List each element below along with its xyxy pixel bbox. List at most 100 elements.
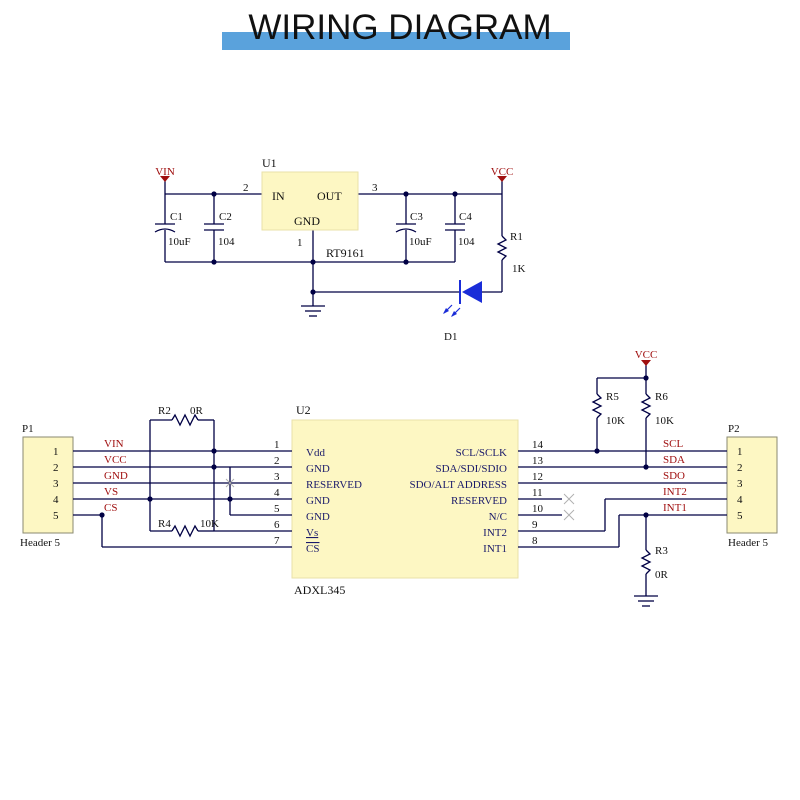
- p2-ref: P2: [728, 423, 740, 435]
- led-icon: [443, 280, 482, 317]
- header-p2-labels: P2 Header 5 1 2 3 4 5 SCL SDA SDO INT2 I…: [663, 423, 769, 549]
- title-accent-bar: [222, 32, 570, 50]
- u2-pin-num: 4: [274, 487, 280, 499]
- header-p2: [726, 436, 778, 534]
- p2-signal: INT2: [663, 486, 687, 498]
- vin-label: VIN: [155, 166, 175, 178]
- r2-value: 0R: [190, 405, 204, 417]
- p1-signal: CS: [104, 502, 117, 514]
- sensor-junctions: [99, 375, 649, 518]
- u2-pin-name: INT1: [483, 543, 507, 555]
- u1-pin-out: OUT: [317, 189, 342, 203]
- p2-signal: SDA: [663, 454, 685, 466]
- u2-pin-name: INT2: [483, 527, 507, 539]
- p1-caption: Header 5: [20, 537, 61, 549]
- u2-pin-name: SDO/ALT ADDRESS: [409, 479, 507, 491]
- c1-value: 10uF: [168, 236, 191, 248]
- u2-pin-num: 10: [532, 503, 544, 515]
- u1-pin-gnd-num: 1: [297, 237, 303, 249]
- p1-ref: P1: [22, 423, 34, 435]
- u2-pin-num: 3: [274, 471, 280, 483]
- u2-pin-name: RESERVED: [451, 495, 507, 507]
- p1-signal: VIN: [104, 438, 124, 450]
- u1-part: RT9161: [326, 246, 365, 260]
- u2-pin-num: 2: [274, 455, 280, 467]
- p2-pin: 1: [737, 446, 743, 458]
- no-connect-marks: [225, 478, 575, 521]
- u2-pin-name: SCL/SCLK: [456, 447, 507, 459]
- u2-pin-name: SDA/SDI/SDIO: [435, 463, 507, 475]
- adxl345-chip: [291, 419, 519, 579]
- c2-value: 104: [218, 236, 235, 248]
- r5-value: 10K: [606, 415, 625, 427]
- u2-right-pins: 14 SCL/SCLK 13 SDA/SDI/SDIO 12 SDO/ALT A…: [409, 439, 543, 555]
- u1-pin-in-num: 2: [243, 182, 249, 194]
- u1-ref: U1: [262, 156, 277, 170]
- p1-pin: 5: [53, 510, 59, 522]
- p1-pin: 3: [53, 478, 59, 490]
- p2-signal: INT1: [663, 502, 687, 514]
- u2-left-pins: 1 Vdd 2 GND 3 RESERVED 4 GND 5 GND 6 Vs …: [274, 439, 362, 555]
- header-p1: [22, 436, 74, 534]
- r1-value: 1K: [512, 263, 526, 275]
- u2-pin-num: 14: [532, 439, 544, 451]
- p1-signal: VS: [104, 486, 118, 498]
- r6-value: 10K: [655, 415, 674, 427]
- c3-ref: C3: [410, 211, 423, 223]
- u2-pin-name: RESERVED: [306, 479, 362, 491]
- c4-value: 104: [458, 236, 475, 248]
- u1-pin-in: IN: [272, 189, 285, 203]
- u2-pin-num: 11: [532, 487, 543, 499]
- u2-pin-num: 9: [532, 519, 538, 531]
- u2-pin-num: 1: [274, 439, 280, 451]
- d1-ref: D1: [444, 331, 457, 343]
- p1-pin: 2: [53, 462, 59, 474]
- sensor-wires: [73, 362, 727, 607]
- u1-pin-gnd: GND: [294, 214, 320, 228]
- header-p1-labels: P1 Header 5 1 2 3 4 5 VIN VCC GND VS CS: [20, 423, 128, 549]
- resistor-labels: R2 0R R4 10K R5 10K R6 10K R3 0R: [158, 391, 674, 581]
- regulator-junctions: [211, 191, 458, 295]
- r3-ref: R3: [655, 545, 668, 557]
- u2-pin-num: 5: [274, 503, 280, 515]
- r2-ref: R2: [158, 405, 171, 417]
- c2-ref: C2: [219, 211, 232, 223]
- p2-pin: 2: [737, 462, 743, 474]
- p2-pin: 5: [737, 510, 743, 522]
- u2-pin-name: GND: [306, 463, 330, 475]
- p1-signal: VCC: [104, 454, 127, 466]
- c3-value: 10uF: [409, 236, 432, 248]
- r5-ref: R5: [606, 391, 619, 403]
- r4-value: 10K: [200, 518, 219, 530]
- p2-pin: 3: [737, 478, 743, 490]
- u2-pin-name: GND: [306, 511, 330, 523]
- vcc-label-sensor: VCC: [635, 349, 658, 361]
- p1-pin: 1: [53, 446, 59, 458]
- p2-signal: SCL: [663, 438, 683, 450]
- vcc-arrow-icon: [497, 176, 507, 182]
- vin-arrow-icon: [160, 176, 170, 182]
- vcc-arrow-right-icon: [641, 360, 651, 366]
- u2-part: ADXL345: [294, 583, 345, 597]
- p2-caption: Header 5: [728, 537, 769, 549]
- r4-ref: R4: [158, 518, 171, 530]
- u2-pin-num: 6: [274, 519, 280, 531]
- u1-pin-out-num: 3: [372, 182, 378, 194]
- p1-pin: 4: [53, 494, 59, 506]
- c1-ref: C1: [170, 211, 183, 223]
- u2-pin-name: N/C: [489, 511, 507, 523]
- r1-ref: R1: [510, 231, 523, 243]
- u2-pin-num: 13: [532, 455, 544, 467]
- u2-ref: U2: [296, 403, 311, 417]
- vcc-label-top: VCC: [491, 166, 514, 178]
- u2-pin-name: Vs: [306, 527, 318, 539]
- p2-signal: SDO: [663, 470, 685, 482]
- c4-ref: C4: [459, 211, 472, 223]
- p1-signal: GND: [104, 470, 128, 482]
- u2-pin-num: 8: [532, 535, 538, 547]
- u2-pin-name: Vdd: [306, 447, 325, 459]
- page-title: WIRING DIAGRAM: [248, 8, 552, 47]
- u2-pin-num: 7: [274, 535, 280, 547]
- regulator-chip: [261, 171, 359, 231]
